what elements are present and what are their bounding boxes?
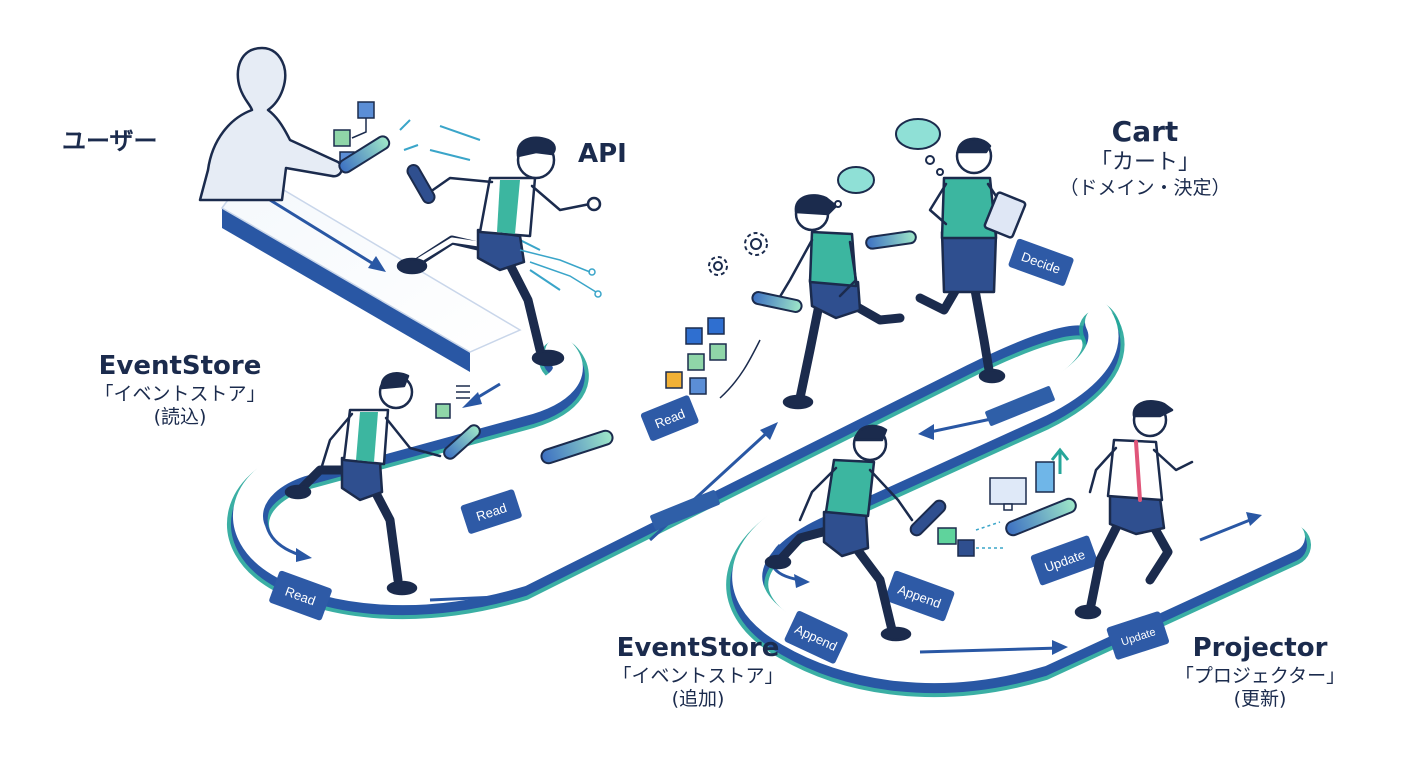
label-eventstore-read: EventStore 「イベントストア」 (読込) (70, 350, 290, 430)
sign-read-1: Read (460, 489, 522, 534)
runner-cart-female (776, 194, 905, 410)
monitor-chart-icon (989, 447, 1070, 511)
label-cart: Cart 「カート」 （ドメイン・決定） (1040, 114, 1250, 200)
sign-append-1: Append (784, 610, 848, 664)
label-eventstore-append-role: 「イベントストア」 (612, 664, 784, 687)
label-eventstore-append-name: EventStore (616, 633, 780, 663)
baton-icon (406, 164, 436, 204)
label-projector: Projector 「プロジェクター」 (更新) (1150, 632, 1370, 712)
label-projector-role: 「プロジェクター」 (1174, 664, 1346, 687)
speed-lines-icon (399, 119, 561, 291)
event-capsule-icon (540, 429, 614, 465)
circuit-lines-icon (519, 249, 602, 298)
label-cart-note: （ドメイン・決定） (1059, 176, 1231, 199)
label-eventstore-read-name: EventStore (98, 351, 262, 381)
event-blocks-icon (665, 317, 761, 399)
sign-read-2: Read (640, 395, 699, 441)
sign-update-2: Update (1106, 611, 1169, 660)
label-api-name: API (578, 139, 627, 169)
sign-decide: Decide (1008, 238, 1074, 286)
runner-api (396, 136, 602, 367)
label-api: API (578, 138, 627, 171)
label-eventstore-read-role: 「イベントストア」 (94, 382, 266, 405)
label-eventstore-append-note: (追加) (671, 688, 725, 711)
baton-icon (443, 424, 481, 460)
label-eventstore-read-note: (読込) (153, 406, 207, 429)
runner-eventstore-append (764, 424, 914, 642)
cart-figure (915, 137, 1027, 384)
label-eventstore-append: EventStore 「イベントストア」 (追加) (588, 632, 808, 712)
label-user-name: ユーザー (62, 127, 158, 155)
data-cube-icon (937, 521, 1004, 557)
baton-icon (909, 497, 1077, 537)
sign-read-3: Read (269, 570, 332, 621)
label-projector-note: (更新) (1233, 688, 1287, 711)
baton-icon (751, 230, 917, 313)
brain-icon (834, 118, 944, 208)
runner-projector (1074, 400, 1194, 620)
sign-update-1: Update (1030, 535, 1099, 586)
label-projector-name: Projector (1192, 633, 1328, 663)
label-user: ユーザー (62, 126, 158, 156)
baton-icon (338, 135, 391, 174)
sign-append-2: Append (884, 570, 955, 622)
runner-eventstore-read (284, 372, 442, 596)
label-cart-role: 「カート」 (1089, 150, 1200, 175)
gear-icon (708, 232, 768, 276)
label-cart-name: Cart (1111, 115, 1179, 148)
user-figure (198, 46, 343, 202)
data-cube-icon (435, 385, 470, 419)
